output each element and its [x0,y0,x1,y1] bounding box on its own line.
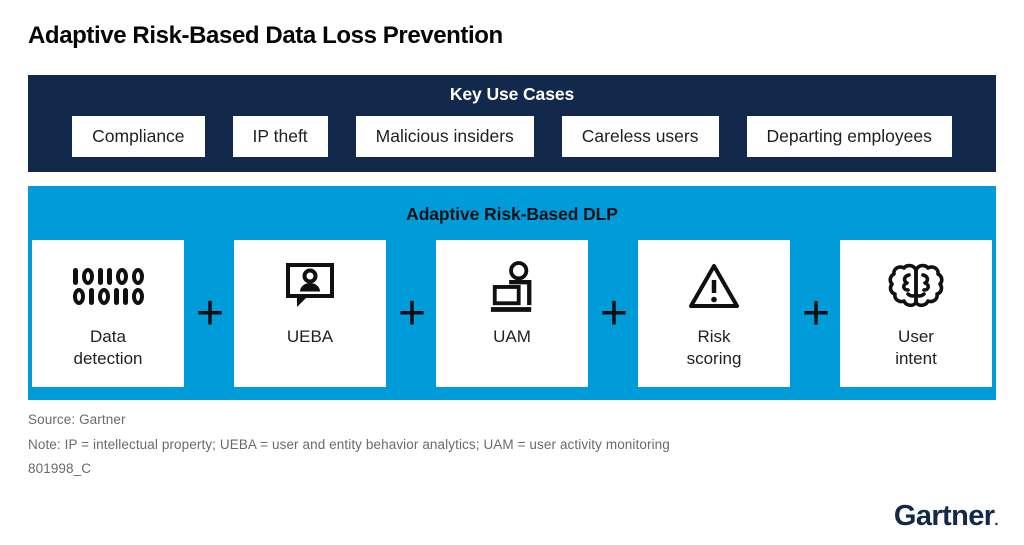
component-label: UAM [493,327,531,346]
component-data-detection: Data detection [32,240,184,387]
gartner-logo-text: Gartner [893,500,995,532]
use-case-careless-users: Careless users [561,116,719,157]
use-case-ip-theft: IP theft [232,116,328,157]
component-label: Risk scoring [686,327,742,369]
plus-icon: + [398,286,427,340]
plus-icon: + [802,286,831,340]
chat-person-icon [286,263,334,307]
component-label: UEBA [286,327,334,346]
source-text: Source: Gartner [28,412,126,427]
use-case-malicious-insiders: Malicious insiders [355,116,534,157]
binary-code-icon [72,267,144,305]
note-text: Note: IP = intellectual property; UEBA =… [28,437,670,452]
use-case-compliance: Compliance [72,116,205,157]
plus-icon: + [196,286,225,340]
document-id: 801998_C [28,461,92,476]
brain-icon [888,263,944,308]
component-user-intent: User intent [840,240,992,387]
key-use-cases-title: Key Use Cases [449,84,575,104]
use-case-departing-employees: Departing employees [746,116,952,157]
registered-mark: . [994,512,998,529]
key-use-cases-banner: Key Use Cases Compliance IP theft Malici… [28,75,996,172]
warning-triangle-icon [689,264,739,308]
page-title: Adaptive Risk-Based Data Loss Prevention [28,22,503,49]
gartner-logo: Gartner. [893,500,999,537]
plus-icon: + [600,286,629,340]
component-label: Data detection [73,327,143,369]
component-uam: UAM [436,240,588,387]
adaptive-dlp-panel: Adaptive Risk-Based DLP Data detection + [28,186,996,400]
person-at-laptop-icon [490,261,532,312]
component-ueba: UEBA [234,240,386,387]
key-use-cases-row: Compliance IP theft Malicious insiders C… [28,116,996,157]
component-risk-scoring: Risk scoring [638,240,790,387]
component-label: User intent [895,327,937,369]
dlp-component-row: Data detection + UEBA + [28,240,996,387]
adaptive-dlp-title: Adaptive Risk-Based DLP [406,204,618,224]
